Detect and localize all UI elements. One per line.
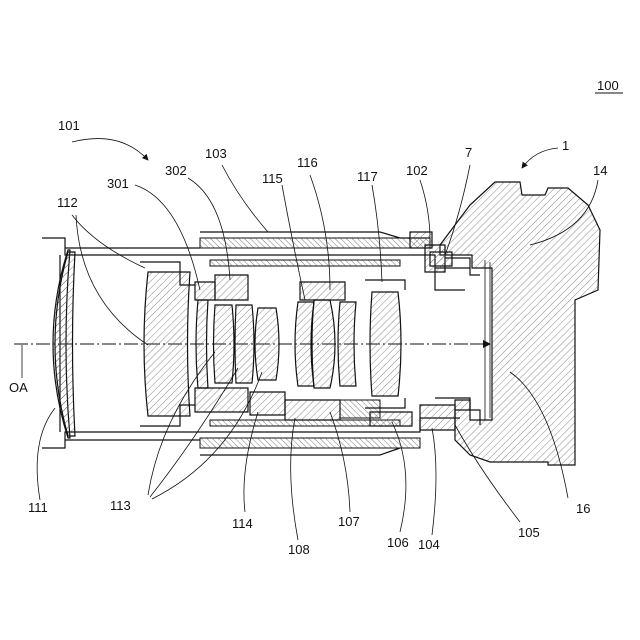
label-112: 112 (57, 195, 78, 210)
ring-102 (410, 232, 432, 248)
camera-body (440, 182, 600, 465)
label-7: 7 (465, 145, 472, 160)
label-106: 106 (387, 535, 409, 550)
leader-112b (76, 215, 148, 345)
front-lens-body (55, 252, 75, 436)
label-1: 1 (562, 138, 569, 153)
leader-112a (72, 215, 145, 268)
label-113: 113 (110, 498, 131, 513)
leader-104 (432, 428, 436, 535)
rear-mount-ring-bottom (420, 405, 455, 430)
lens-element-117 (370, 292, 401, 396)
leader-107 (330, 412, 350, 512)
arrow-101 (72, 139, 148, 160)
inner-cam-tube-top (210, 260, 400, 266)
label-16: 16 (576, 501, 590, 516)
holder-frame-301 (195, 282, 215, 300)
label-116: 116 (297, 155, 318, 170)
lens-element-112a (144, 272, 190, 416)
holder-frame-bottom (195, 388, 248, 412)
camera-mount-plate (485, 260, 490, 420)
label-114: 114 (232, 516, 253, 531)
leader-114 (244, 412, 258, 512)
label-104: 104 (418, 537, 440, 552)
holder-frame-302 (215, 275, 248, 300)
label-107: 107 (338, 514, 360, 529)
label-302: 302 (165, 163, 187, 178)
arrow-1 (522, 148, 558, 168)
lens-element-113a (214, 305, 235, 383)
lens-element-115 (295, 302, 314, 386)
outer-barrel-top (200, 238, 430, 248)
outer-barrel-bottom (200, 438, 420, 448)
leader-117 (372, 185, 382, 282)
label-117: 117 (357, 169, 378, 184)
rear-baffle (435, 268, 470, 410)
label-108: 108 (288, 542, 310, 557)
lens-element-113c (255, 308, 279, 380)
label-103: 103 (205, 146, 227, 161)
label-100: 100 (597, 78, 619, 93)
holder-frame-114 (250, 392, 285, 415)
label-301: 301 (107, 176, 129, 191)
lens-element-113b (235, 305, 254, 383)
cam-follower-106 (370, 412, 412, 426)
label-101: 101 (58, 118, 80, 133)
label-111: 111 (28, 500, 48, 515)
label-oa: OA (9, 380, 28, 395)
electrical-contact-7 (430, 252, 452, 266)
leader-111 (37, 408, 55, 500)
leader-108 (291, 418, 298, 540)
label-102: 102 (406, 163, 428, 178)
label-14: 14 (593, 163, 607, 178)
lens-element-116b (338, 302, 356, 386)
label-105: 105 (518, 525, 540, 540)
lens-element-116 (312, 300, 335, 388)
label-115: 115 (262, 171, 283, 186)
lens-holder-116-top (300, 282, 345, 300)
leader-102 (420, 180, 430, 240)
